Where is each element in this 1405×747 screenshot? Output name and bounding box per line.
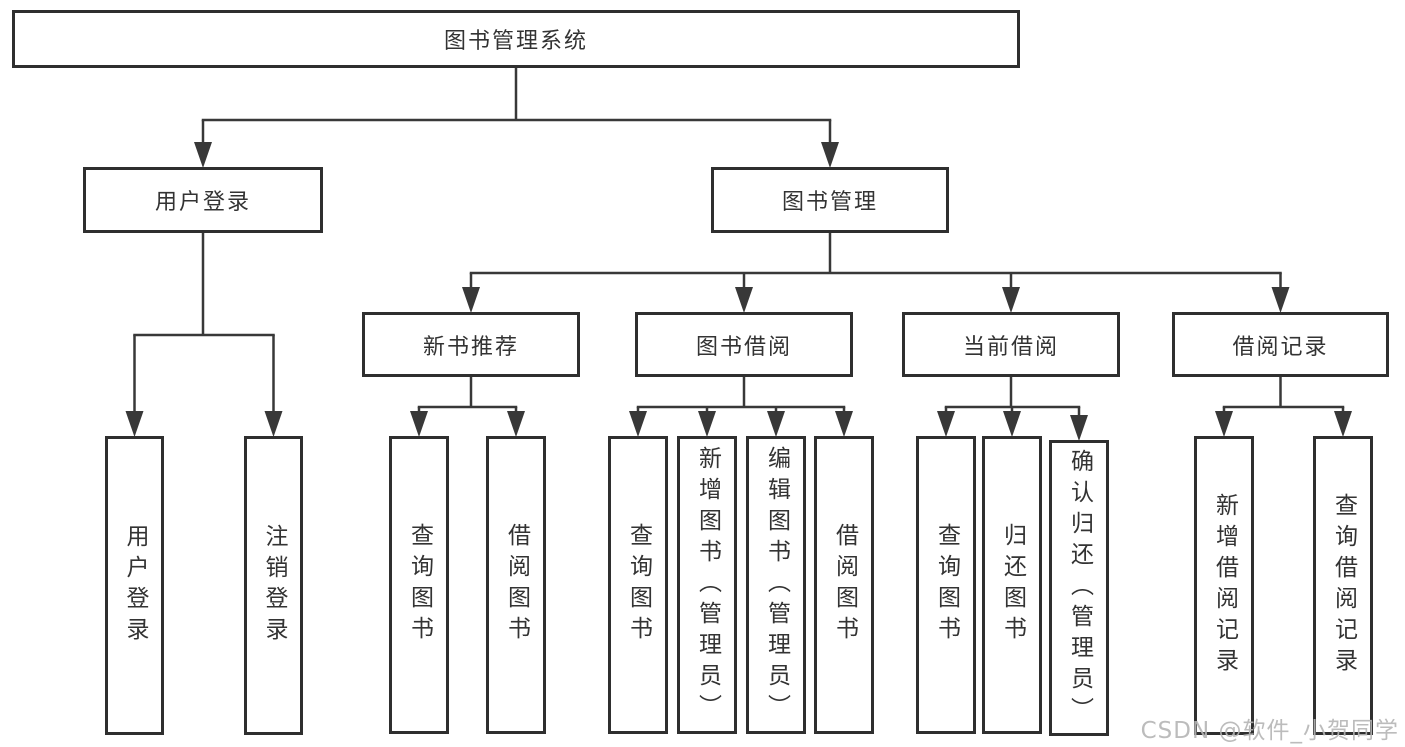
node-label: 查询图书: [933, 523, 960, 647]
node-label: 借阅图书: [831, 523, 858, 647]
node-book-mgmt: 图书管理: [711, 167, 949, 233]
node-label: 注销登录: [261, 523, 287, 648]
node-label: 新增图书（管理员）: [694, 445, 721, 725]
watermark-text: CSDN @软件_小贺同学: [1140, 718, 1399, 744]
node-book-borrow: 图书借阅: [635, 312, 853, 377]
node-label: 查询借阅记录: [1330, 492, 1357, 679]
edge-current-borrow: [937, 377, 1088, 441]
node-label: 借阅记录: [1232, 334, 1329, 360]
arrowhead-icon: [1002, 287, 1020, 313]
arrowhead-icon: [1070, 415, 1088, 441]
node-v-query-books-2: 查询图书: [608, 436, 668, 734]
arrowhead-icon: [264, 411, 283, 437]
node-root: 图书管理系统: [12, 10, 1020, 68]
node-v-edit-books: 编辑图书（管理员）: [746, 436, 806, 734]
node-v-add-books: 新增图书（管理员）: [677, 436, 737, 734]
arrowhead-icon: [821, 142, 839, 168]
edge-root: [194, 68, 839, 168]
edge-book-mgmt: [462, 233, 1290, 313]
arrowhead-icon: [835, 411, 853, 437]
node-label: 图书管理系统: [443, 29, 588, 54]
arrowhead-icon: [1271, 287, 1290, 313]
node-label: 新增借阅记录: [1211, 492, 1238, 679]
arrowhead-icon: [698, 411, 716, 437]
node-label: 用户登录: [154, 190, 251, 215]
node-label: 借阅图书: [503, 523, 530, 647]
node-v-add-borrow-record: 新增借阅记录: [1194, 436, 1254, 735]
arrowhead-icon: [507, 411, 525, 437]
arrowhead-icon: [629, 411, 647, 437]
node-v-logout: 注销登录: [244, 436, 303, 735]
arrowhead-icon: [1334, 411, 1352, 437]
node-label: 查询图书: [625, 523, 652, 647]
node-v-return-books: 归还图书: [982, 436, 1042, 734]
node-user-login: 用户登录: [83, 167, 323, 233]
arrowhead-icon: [937, 411, 955, 437]
node-v-borrow-books-1: 借阅图书: [486, 436, 546, 734]
edge-new-book-rec: [410, 377, 525, 437]
edge-book-borrow: [629, 377, 853, 437]
arrowhead-icon: [1003, 411, 1021, 437]
arrowhead-icon: [410, 411, 428, 437]
arrowhead-icon: [767, 411, 785, 437]
node-label: 当前借阅: [962, 334, 1059, 360]
node-v-confirm-return: 确认归还（管理员）: [1049, 440, 1109, 736]
arrowhead-icon: [735, 287, 753, 313]
arrowhead-icon: [194, 142, 212, 168]
arrowhead-icon: [462, 287, 480, 313]
node-label: 图书管理: [781, 190, 878, 215]
node-label: 确认归还（管理员）: [1066, 448, 1093, 728]
node-label: 图书借阅: [695, 334, 792, 360]
node-label: 查询图书: [406, 523, 433, 647]
node-v-query-books-3: 查询图书: [916, 436, 976, 734]
arrowhead-icon: [1215, 411, 1233, 437]
node-borrow-records: 借阅记录: [1172, 312, 1389, 377]
node-v-user-login: 用户登录: [105, 436, 164, 735]
node-label: 新书推荐: [422, 334, 519, 360]
node-v-query-borrow-record: 查询借阅记录: [1313, 436, 1373, 735]
node-label: 用户登录: [122, 523, 148, 648]
edge-borrow-records: [1215, 377, 1352, 437]
node-current-borrow: 当前借阅: [902, 312, 1120, 377]
node-v-query-books-1: 查询图书: [389, 436, 449, 734]
node-v-borrow-books-2: 借阅图书: [814, 436, 874, 734]
arrowhead-icon: [125, 411, 144, 437]
node-label: 归还图书: [999, 523, 1026, 647]
node-label: 编辑图书（管理员）: [763, 445, 790, 725]
edge-user-login: [125, 233, 283, 437]
node-new-book-rec: 新书推荐: [362, 312, 580, 377]
